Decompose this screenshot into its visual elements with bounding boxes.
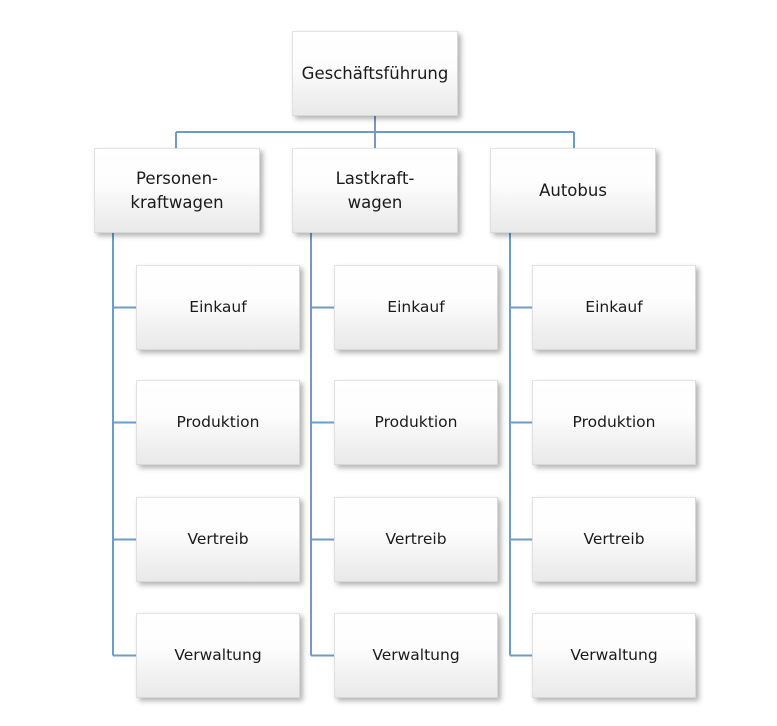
node-lkw-produktion[interactable]: Produktion: [334, 380, 498, 465]
node-label: Einkauf: [387, 298, 445, 317]
node-label: Produktion: [572, 413, 656, 432]
node-label: Verwaltung: [174, 646, 262, 665]
node-label: Produktion: [374, 413, 458, 432]
node-personenkraftwagen[interactable]: Personen- kraftwagen: [94, 148, 260, 233]
node-label: Einkauf: [585, 298, 643, 317]
node-label: Verwaltung: [372, 646, 460, 665]
node-bus-produktion[interactable]: Produktion: [532, 380, 696, 465]
node-label: Autobus: [539, 180, 607, 200]
node-pkw-verwaltung[interactable]: Verwaltung: [136, 613, 300, 698]
node-pkw-vertreib[interactable]: Vertreib: [136, 497, 300, 582]
node-bus-einkauf[interactable]: Einkauf: [532, 265, 696, 350]
node-label: Personen- kraftwagen: [130, 168, 224, 212]
node-autobus[interactable]: Autobus: [490, 148, 656, 233]
node-label: Verwaltung: [570, 646, 658, 665]
node-geschaeftsfuehrung[interactable]: Geschäftsführung: [292, 31, 458, 116]
node-label: Lastkraft- wagen: [335, 168, 415, 212]
node-label: Vertreib: [187, 530, 249, 549]
node-bus-verwaltung[interactable]: Verwaltung: [532, 613, 696, 698]
node-pkw-einkauf[interactable]: Einkauf: [136, 265, 300, 350]
node-label: Einkauf: [189, 298, 247, 317]
node-lkw-verwaltung[interactable]: Verwaltung: [334, 613, 498, 698]
node-lkw-vertreib[interactable]: Vertreib: [334, 497, 498, 582]
node-bus-vertreib[interactable]: Vertreib: [532, 497, 696, 582]
node-lkw-einkauf[interactable]: Einkauf: [334, 265, 498, 350]
node-label: Produktion: [176, 413, 260, 432]
node-label: Vertreib: [385, 530, 447, 549]
node-label: Geschäftsführung: [301, 63, 449, 83]
node-pkw-produktion[interactable]: Produktion: [136, 380, 300, 465]
node-lastkraftwagen[interactable]: Lastkraft- wagen: [292, 148, 458, 233]
node-label: Vertreib: [583, 530, 645, 549]
